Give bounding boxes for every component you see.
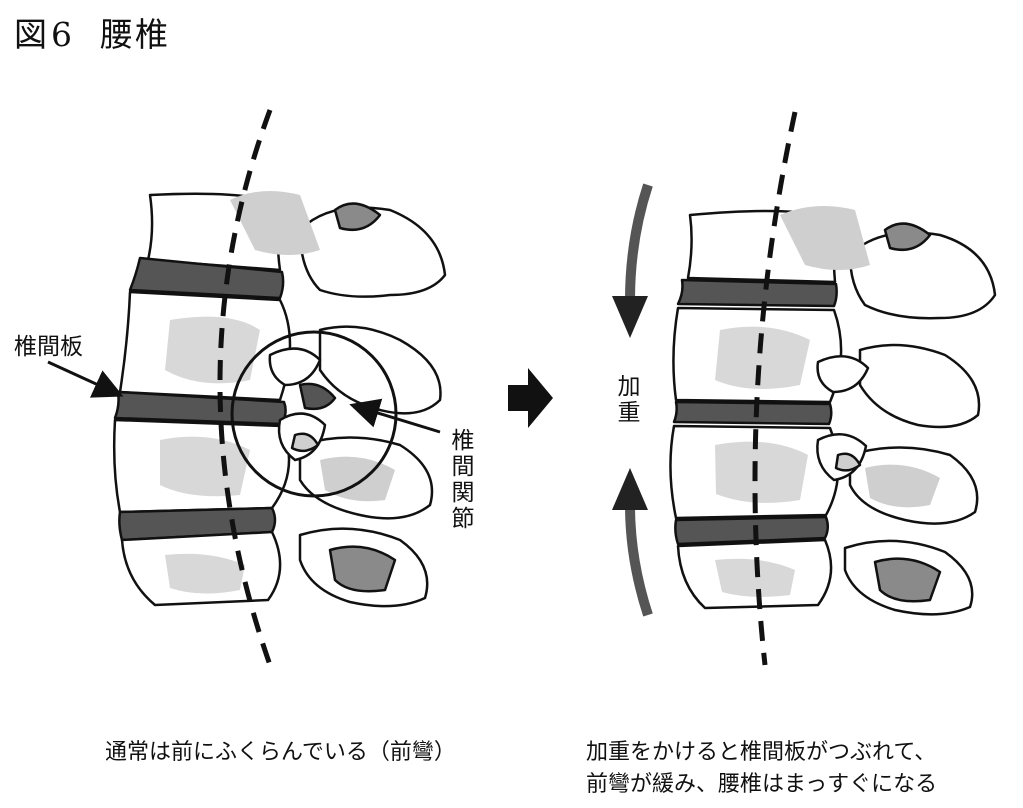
left-facet-upper bbox=[268, 347, 322, 387]
right-disc-lower bbox=[674, 515, 829, 546]
right-spinous-process-1 bbox=[848, 231, 997, 320]
disc-pointer-arrow bbox=[47, 360, 124, 398]
right-spinous-process-2 bbox=[858, 343, 981, 429]
figure-title-text: 腰椎 bbox=[100, 15, 170, 54]
right-caption-line2: 前彎が緩み、腰椎はまっすぐになる bbox=[586, 772, 938, 797]
right-disc-middle bbox=[672, 400, 833, 426]
facet-joint-label: 椎間関節 bbox=[447, 428, 473, 532]
load-arrow-up-icon bbox=[625, 504, 653, 617]
right-caption-line1: 加重をかけると椎間板がつぶれて、 bbox=[586, 740, 937, 765]
left-lordosis-curve bbox=[217, 109, 273, 666]
left-caption: 通常は前にふくらんでいる（前彎） bbox=[105, 740, 456, 765]
figure-prefix: 図 bbox=[14, 15, 49, 54]
figure-title: 図6 腰椎 bbox=[14, 8, 170, 56]
facet-joint-highlight-circle bbox=[230, 330, 398, 498]
left-disc-top bbox=[128, 256, 285, 300]
load-label: 加重 bbox=[613, 374, 639, 426]
right-spine-illustration bbox=[669, 206, 997, 616]
transition-arrow-icon bbox=[508, 368, 553, 428]
right-straightened-line bbox=[752, 111, 798, 666]
disc-label: 椎間板 bbox=[14, 334, 83, 360]
left-spinous-process-2 bbox=[318, 325, 442, 415]
figure-number: 6 bbox=[51, 15, 74, 54]
right-disc-top bbox=[676, 278, 838, 308]
load-arrow-down-icon bbox=[625, 183, 653, 301]
load-arrows bbox=[612, 183, 653, 617]
right-facet-upper bbox=[816, 355, 870, 394]
facet-pointer-arrow bbox=[349, 398, 441, 434]
